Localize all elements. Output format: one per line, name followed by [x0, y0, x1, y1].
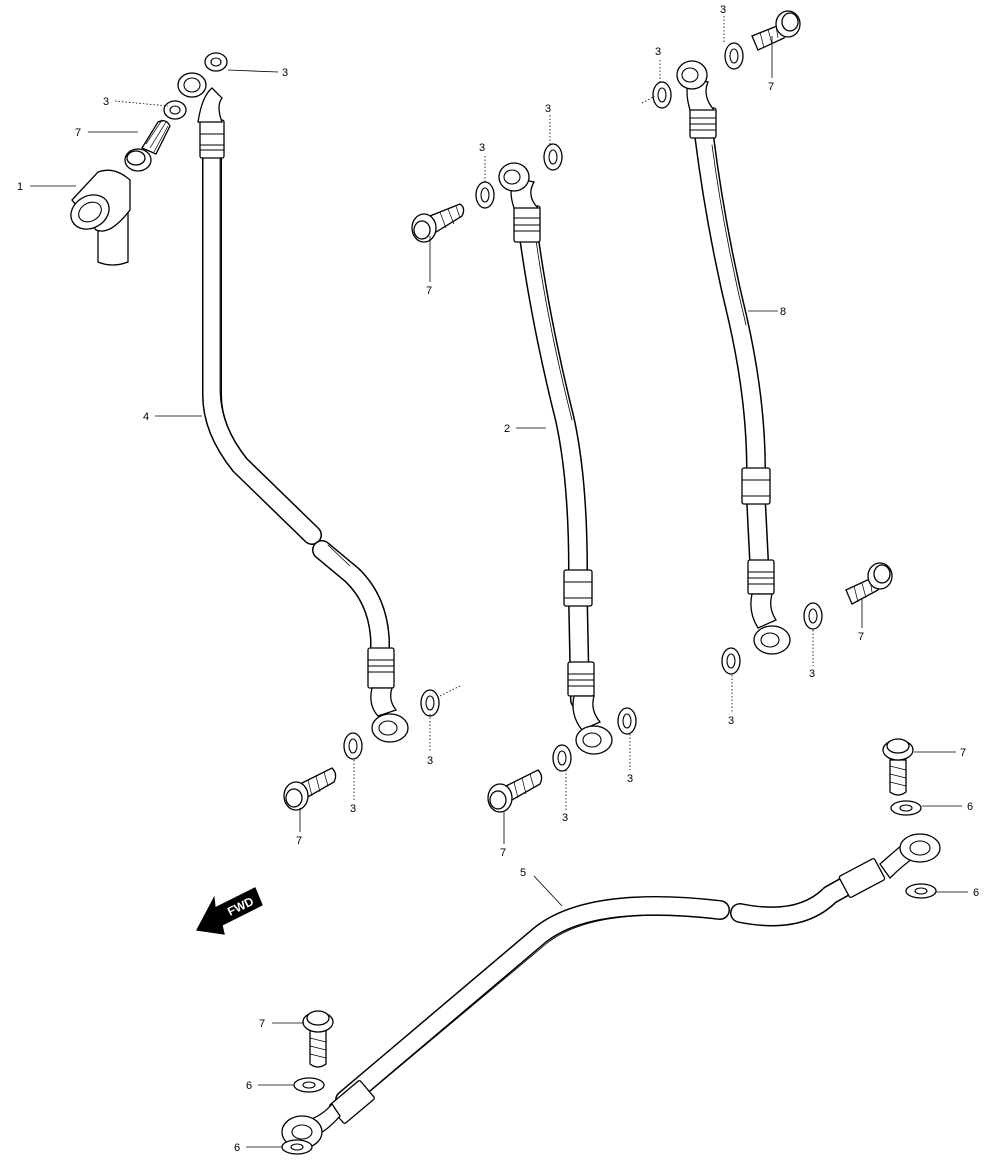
- brake-hose-part-4: [177, 72, 409, 743]
- callout-3: 3: [655, 46, 661, 58]
- callout-3: 3: [545, 103, 551, 115]
- union-bolt-8: [302, 1010, 334, 1068]
- callout-labels: 1 2 3 3 3 3 3 3 3 3 3 3 3 3 3 3 3 4 5 6 …: [17, 4, 979, 1154]
- washer-3-c: [475, 181, 495, 209]
- callout-3: 3: [103, 96, 109, 108]
- washer-3-j: [552, 744, 572, 772]
- washer-3-f: [724, 42, 744, 70]
- washer-3-e: [652, 81, 672, 109]
- callout-3: 3: [427, 755, 433, 767]
- forward-direction-arrow: FWD: [195, 887, 263, 935]
- callout-3: 3: [627, 773, 633, 785]
- brake-hose-part-2: [498, 162, 613, 755]
- callout-6: 6: [973, 887, 979, 899]
- washer-3-h: [343, 732, 363, 760]
- callout-2: 2: [504, 423, 510, 435]
- washer-6-b: [905, 883, 937, 899]
- callout-3: 3: [350, 803, 356, 815]
- callout-leader-lines: [30, 16, 968, 1148]
- callout-8: 8: [780, 306, 786, 318]
- union-bolt-4: [845, 562, 893, 605]
- callout-3: 3: [720, 4, 726, 16]
- callout-6: 6: [246, 1080, 252, 1092]
- callout-7: 7: [500, 847, 506, 859]
- washer-3-i: [617, 707, 637, 735]
- brake-hose-part-5: [281, 833, 941, 1149]
- union-bolt-part-7-group: [124, 10, 914, 1068]
- callout-7: 7: [960, 747, 966, 759]
- washer-6-d: [281, 1139, 313, 1155]
- union-bolt-3: [751, 10, 801, 51]
- callout-3: 3: [562, 812, 568, 824]
- callout-4: 4: [143, 411, 149, 423]
- brake-hose-part-8: [676, 60, 791, 655]
- callout-3: 3: [728, 715, 734, 727]
- union-bolt-7: [882, 738, 914, 796]
- union-bolt-5: [283, 767, 337, 811]
- protector-cap-part-1: [70, 169, 131, 266]
- washer-3-b: [163, 100, 187, 120]
- callout-7: 7: [858, 631, 864, 643]
- washer-6-c: [293, 1077, 325, 1093]
- callout-6: 6: [234, 1142, 240, 1154]
- callout-7: 7: [75, 127, 81, 139]
- callout-3: 3: [809, 668, 815, 680]
- callout-3: 3: [479, 142, 485, 154]
- callout-6: 6: [967, 801, 973, 813]
- callout-1: 1: [17, 181, 23, 193]
- union-bolt-6: [487, 769, 543, 813]
- callout-7: 7: [768, 81, 774, 93]
- sealing-washer-group: [163, 42, 937, 1155]
- union-bolt-2: [411, 203, 465, 243]
- callout-3: 3: [282, 67, 288, 79]
- callout-7: 7: [426, 285, 432, 297]
- callout-5: 5: [520, 867, 526, 879]
- union-bolt-1: [124, 119, 171, 172]
- callout-7: 7: [296, 835, 302, 847]
- washer-3-g: [420, 689, 440, 717]
- washer-3-a: [204, 52, 228, 72]
- washer-3-d: [543, 143, 563, 171]
- washer-3-k: [803, 602, 823, 630]
- washer-3-l: [721, 647, 741, 675]
- washer-6-a: [890, 800, 922, 816]
- callout-7: 7: [259, 1018, 265, 1030]
